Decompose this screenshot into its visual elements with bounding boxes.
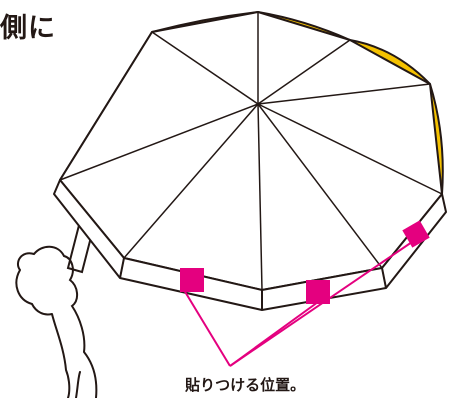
marker-3 [402, 220, 430, 248]
heading-text: 側に [0, 13, 56, 44]
umbrella-ribs [59, 12, 443, 291]
marker-1 [180, 268, 204, 292]
hand-icon [15, 245, 98, 399]
umbrella-hem [53, 179, 447, 311]
caption-label: 貼りつける位置。 [185, 376, 306, 394]
marker-2 [306, 280, 330, 304]
